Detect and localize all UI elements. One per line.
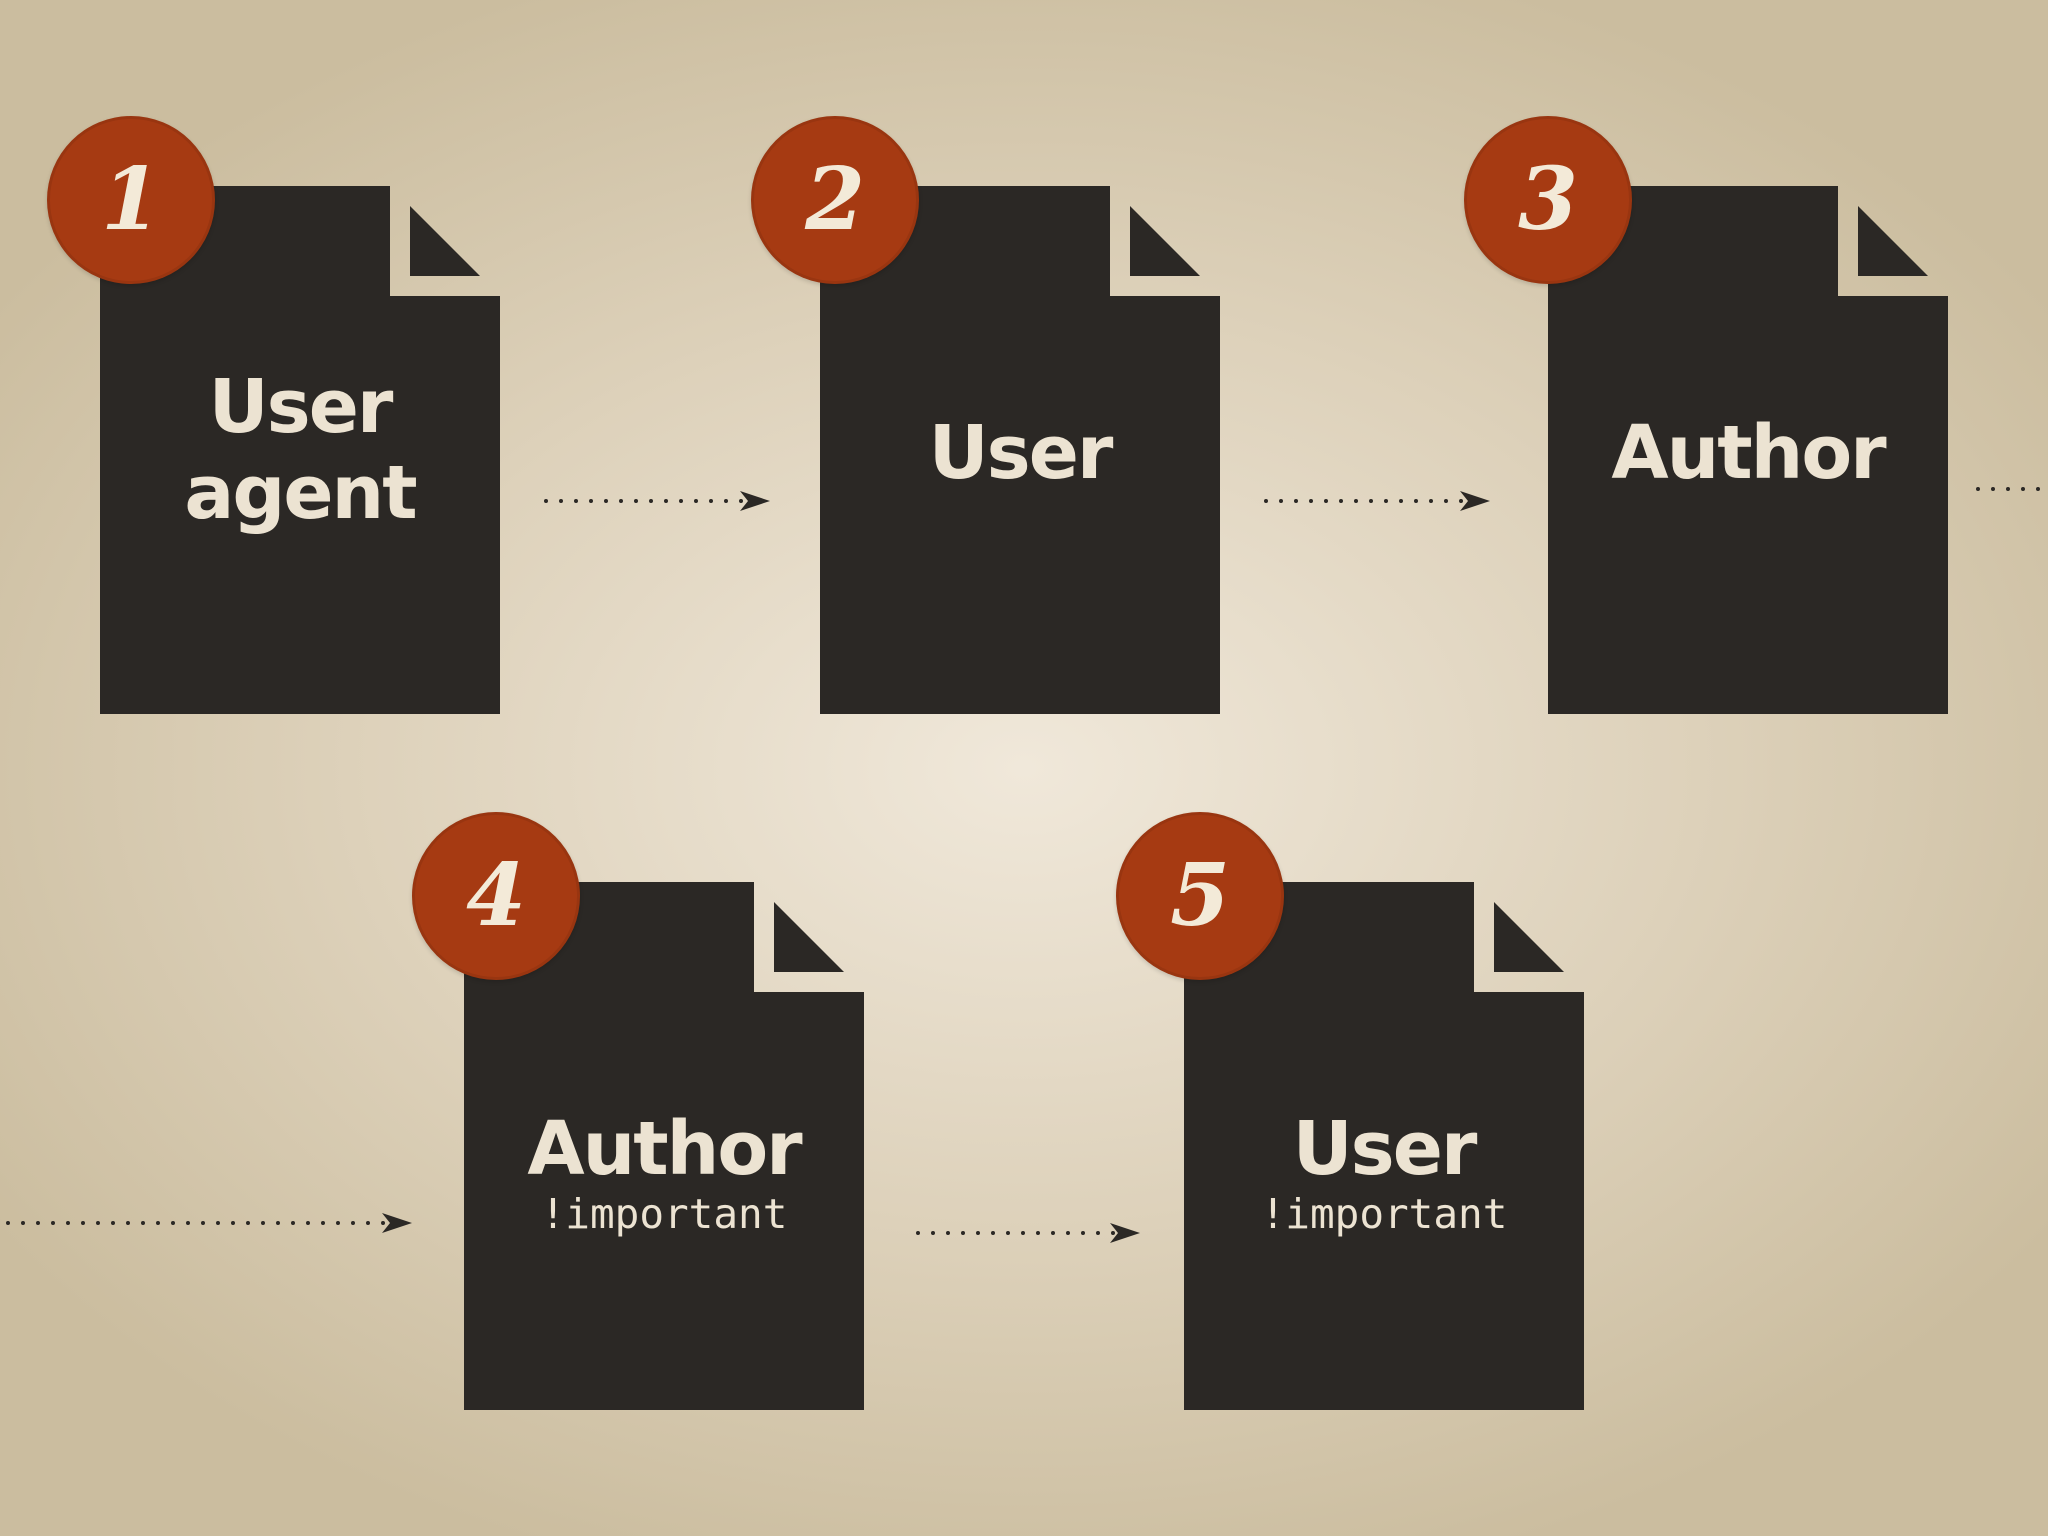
document-title: User [928,410,1114,496]
arrow-to-4 [6,1213,412,1233]
document-step-3: Author [1548,186,1948,714]
document-icon [1548,186,1948,714]
document-title: Author [1611,410,1886,496]
arrow-4-to-5 [916,1223,1140,1243]
arrow-1-to-2 [544,491,770,511]
document-title: User [208,364,394,450]
document-step-1: User agent [100,186,500,714]
document-subtitle: !important [540,1190,788,1238]
document-icon [100,186,500,714]
document-step-5: User !important [1184,882,1584,1410]
document-title: Author [527,1106,802,1192]
document-subtitle: !important [1260,1190,1508,1238]
step-number-badge-5: 5 [1116,812,1284,980]
step-number-badge-4: 4 [412,812,580,980]
arrow-3-continues [1976,487,2048,491]
document-step-4: Author !important [464,882,864,1410]
document-title-line2: agent [184,450,417,536]
document-icon [820,186,1220,714]
step-number-badge-3: 3 [1464,116,1632,284]
step-number-badge-2: 2 [751,116,919,284]
document-step-2: User [820,186,1220,714]
step-number-badge-1: 1 [47,116,215,284]
document-icon [464,882,864,1410]
document-title: User [1292,1106,1478,1192]
arrow-2-to-3 [1264,491,1490,511]
document-icon [1184,882,1584,1410]
